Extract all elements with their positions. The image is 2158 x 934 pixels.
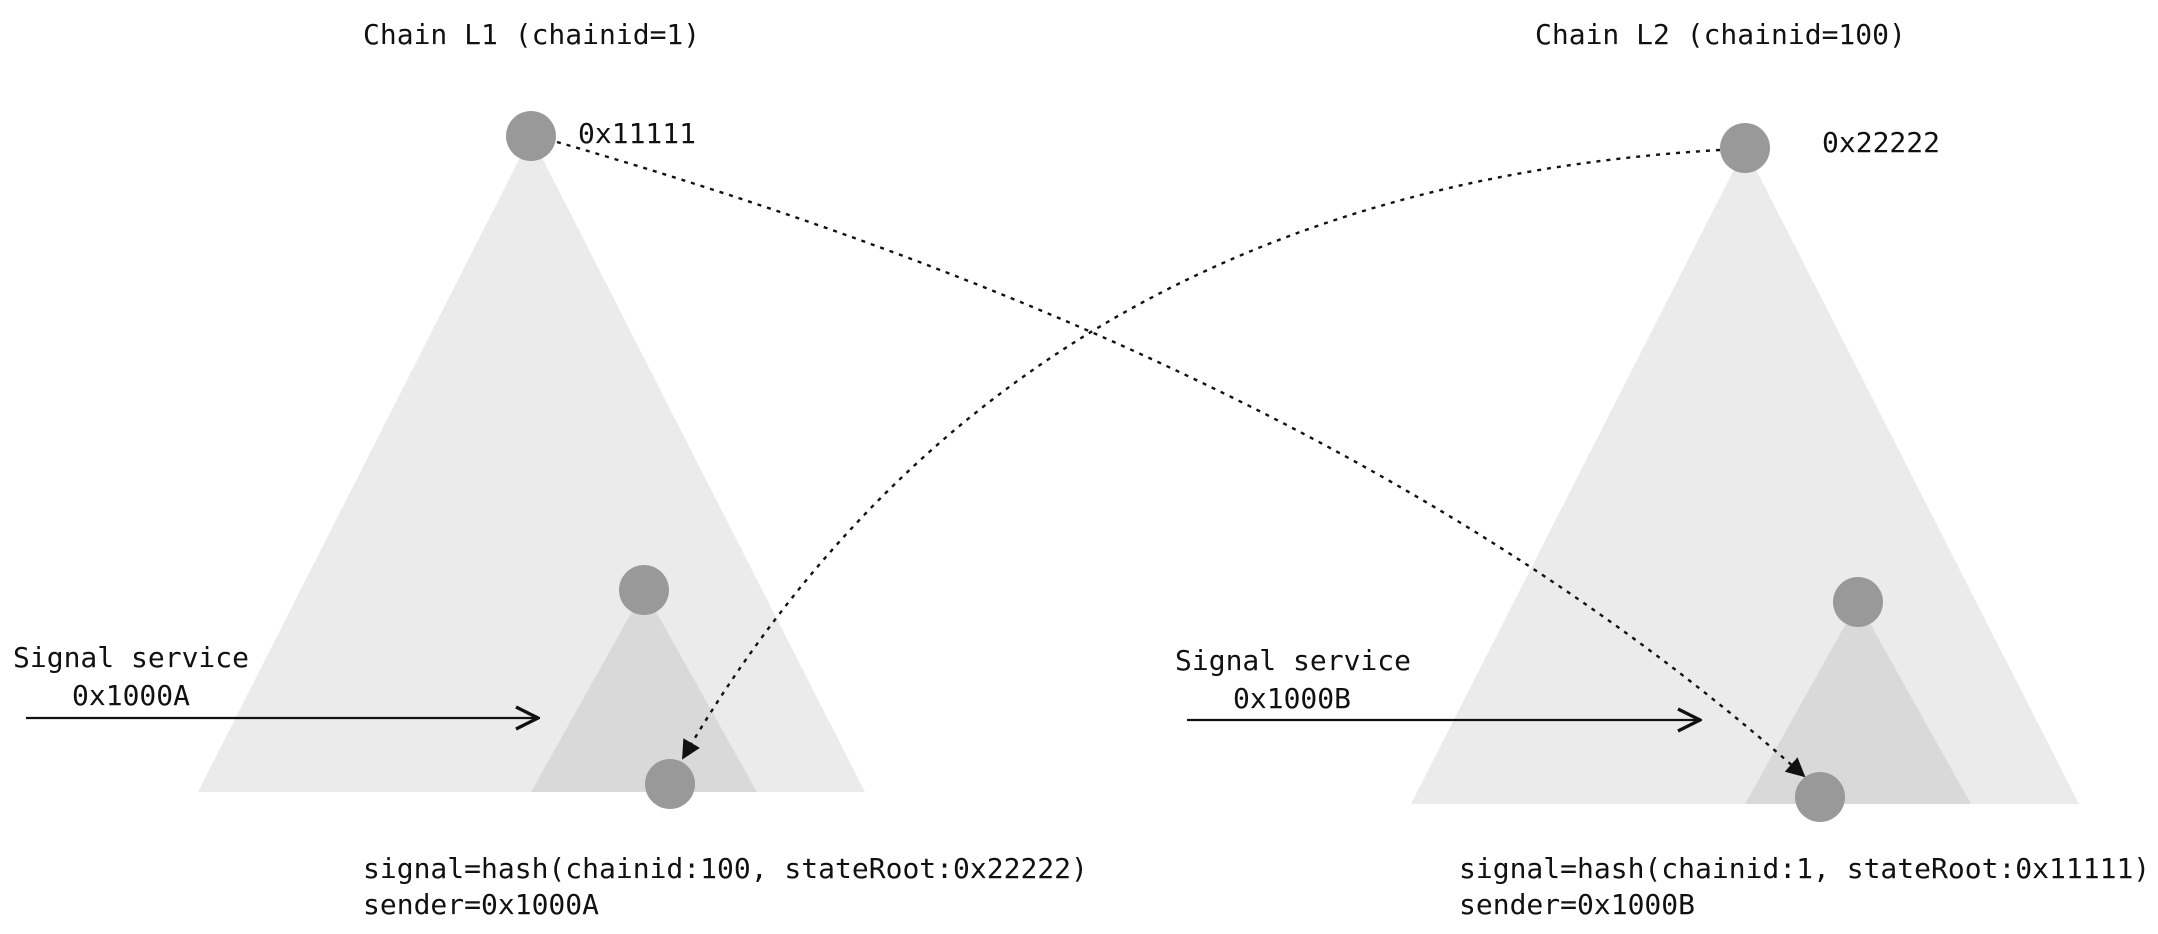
l2-signal-service-node [1833, 577, 1883, 627]
l1-chain-title: Chain L1 (chainid=1) [363, 18, 700, 51]
l2-signal-service-label: Signal service [1175, 644, 1411, 677]
chain-l2: Chain L2 (chainid=100) 0x22222 Signal se… [1175, 18, 2150, 921]
l1-signal-service-storage-tree [531, 590, 757, 792]
l1-signal-text: signal=hash(chainid:100, stateRoot:0x222… [363, 852, 1088, 885]
l2-signal-service-address: 0x1000B [1233, 682, 1351, 715]
l2-signal-text: signal=hash(chainid:1, stateRoot:0x11111… [1459, 852, 2150, 885]
l2-sender-text: sender=0x1000B [1459, 888, 1695, 921]
l1-root-node [506, 111, 556, 161]
l2-signal-leaf-node [1795, 772, 1845, 822]
chain-l1: Chain L1 (chainid=1) 0x11111 Signal serv… [13, 18, 1088, 921]
l1-root-to-l2-signal-arrow [556, 140, 1806, 778]
l1-signal-leaf-node [645, 759, 695, 809]
l1-signal-service-address: 0x1000A [72, 679, 190, 712]
l2-root-hash-label: 0x22222 [1822, 126, 1940, 159]
l1-state-tree [198, 136, 865, 792]
l2-signal-service-storage-tree [1745, 602, 1971, 804]
l2-state-tree [1411, 148, 2079, 804]
l1-root-hash-label: 0x11111 [578, 117, 696, 150]
l1-sender-text: sender=0x1000A [363, 888, 599, 921]
l1-signal-service-node [619, 565, 669, 615]
l2-chain-title: Chain L2 (chainid=100) [1535, 18, 1906, 51]
l1-signal-service-label: Signal service [13, 641, 249, 674]
l2-root-node [1720, 123, 1770, 173]
l2-root-to-l1-signal-arrow [681, 148, 1721, 760]
